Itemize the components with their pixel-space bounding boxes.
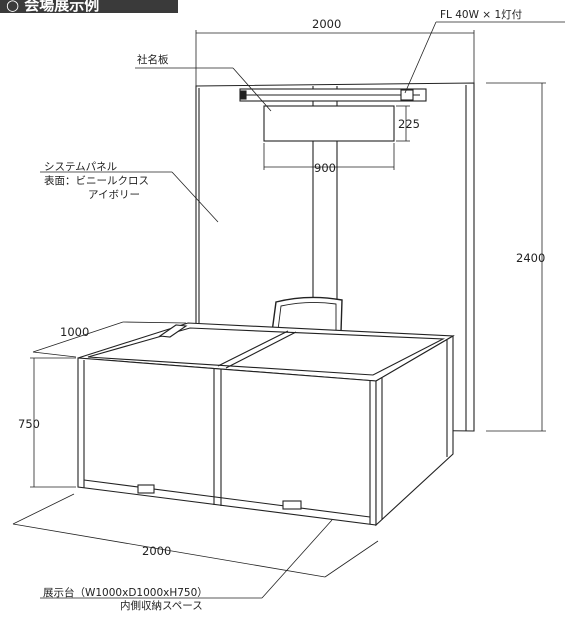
dimension-lines bbox=[12, 30, 546, 578]
dim-bottom-width: 2000 bbox=[142, 544, 171, 558]
light-fixture bbox=[239, 88, 427, 102]
panel-label-line2: 表面：ビニールクロス bbox=[44, 174, 149, 187]
dim-sign-width: 900 bbox=[314, 161, 336, 175]
header-title: ○ 会場展示例 bbox=[6, 0, 99, 14]
panel-label-line1: システムパネル bbox=[44, 161, 117, 173]
display-stand bbox=[77, 322, 455, 527]
light-label: FL 40W × 1灯付 bbox=[440, 8, 522, 21]
dim-sign-height: 225 bbox=[398, 117, 420, 131]
stand-label-line2: 内側収納スペース bbox=[120, 599, 203, 612]
panel-label-line3: アイボリー bbox=[88, 189, 140, 201]
dim-panel-height: 2400 bbox=[516, 251, 545, 265]
name-plate bbox=[263, 105, 395, 142]
chair bbox=[271, 296, 343, 333]
header-banner: ○ 会場展示例 bbox=[0, 0, 178, 14]
stand-label-line1: 展示台（W1000xD1000xH750） bbox=[43, 586, 208, 599]
leader-lines bbox=[40, 21, 565, 599]
dim-table-height: 750 bbox=[18, 417, 40, 431]
dim-table-depth: 1000 bbox=[60, 325, 89, 339]
nameplate-label: 社名板 bbox=[137, 53, 169, 66]
dim-top-width: 2000 bbox=[312, 17, 341, 31]
